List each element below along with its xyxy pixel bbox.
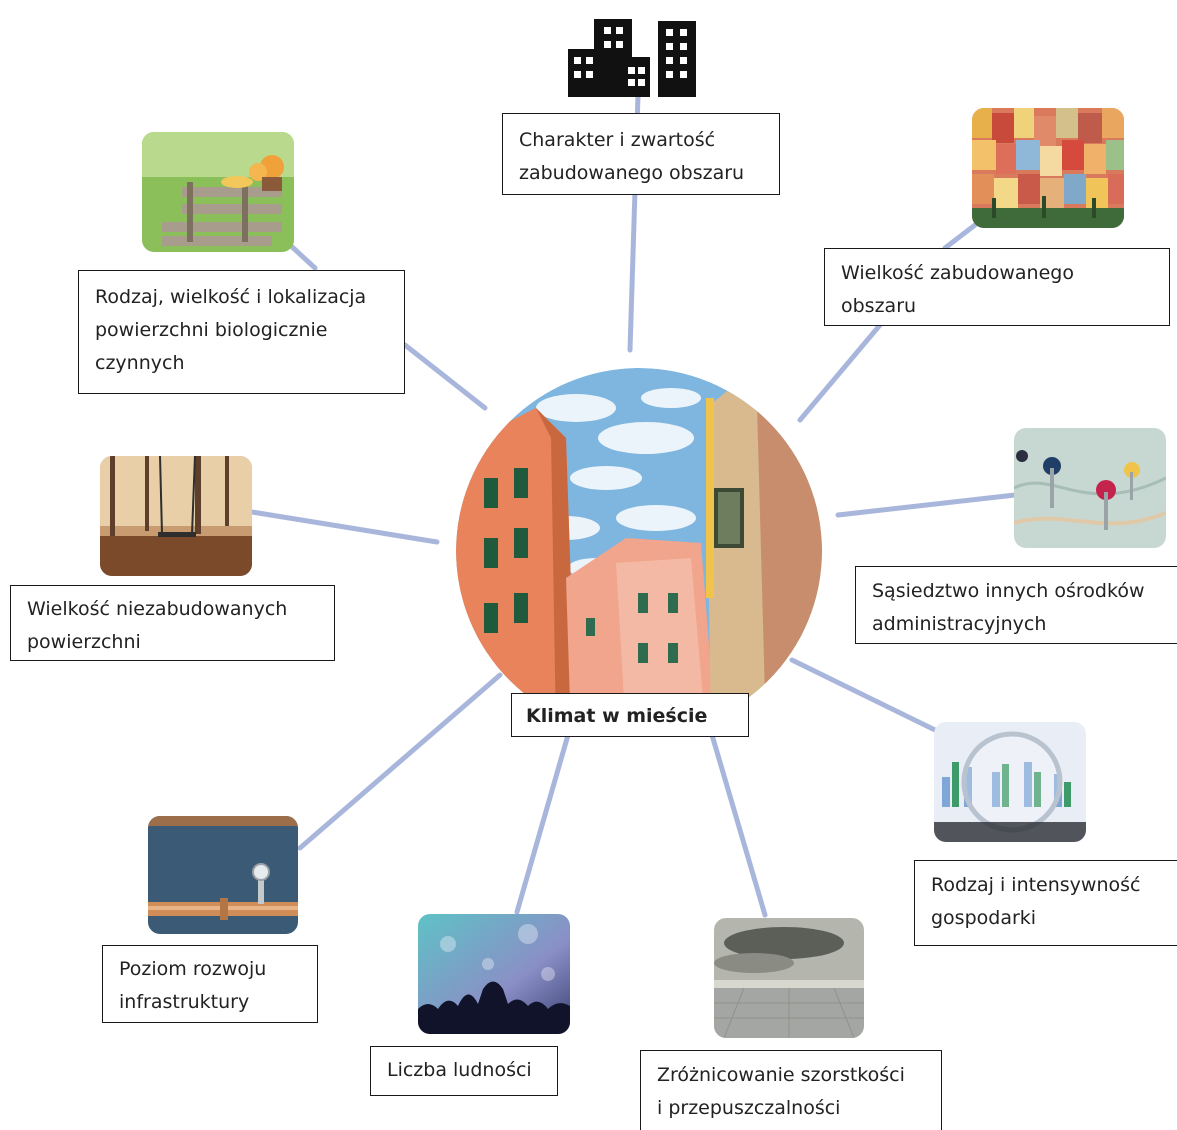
connector-wielkosc-zab: [942, 222, 978, 251]
connector-wielkosc-zab-2: [797, 322, 883, 423]
garden-bench-photo: [142, 132, 294, 252]
node-gospodarka: Rodzaj i intensywność gospodarki: [914, 860, 1177, 946]
buildings-icon: [568, 15, 700, 97]
node-charakter: Charakter i zwartość zabudowanego obszar…: [502, 113, 780, 195]
node-niezabudowane: Wielkość niezabudowanych powierzchni: [10, 585, 335, 661]
node-ludnosc: Liczba ludności: [370, 1046, 558, 1096]
crowd-photo: [418, 914, 570, 1034]
connector-infrastruktura: [297, 672, 503, 851]
swing-park-photo: [100, 456, 252, 576]
connector-niezabudowane: [249, 509, 440, 545]
pipes-photo: [148, 816, 298, 934]
node-wielkosc-zab: Wielkość zabudowanego obszaru: [824, 248, 1170, 326]
cloudy-landscape-photo: [714, 918, 864, 1038]
connector-szorstkosc: [709, 732, 768, 918]
center-street-photo: [456, 368, 822, 734]
colorful-houses-photo: [972, 108, 1124, 228]
node-infrastruktura: Poziom rozwoju infrastruktury: [102, 945, 318, 1023]
center-label: Klimat w mieście: [511, 693, 749, 737]
connector-sasiedztwo: [835, 492, 1018, 518]
map-pins-photo: [1014, 428, 1166, 548]
connector-biologiczne-2: [287, 242, 318, 271]
bar-chart-magnifier-photo: [934, 722, 1086, 842]
node-biologiczne: Rodzaj, wielkość i lokalizacja powierzch…: [78, 270, 405, 394]
connector-gospodarka: [789, 657, 938, 733]
node-szorstkosc: Zróżnicowanie szorstkości i przepuszczal…: [640, 1050, 942, 1130]
connector-biologiczne: [402, 342, 488, 411]
node-sasiedztwo: Sąsiedztwo innych ośrodków administracyj…: [855, 566, 1177, 644]
connector-ludnosc: [514, 732, 571, 915]
